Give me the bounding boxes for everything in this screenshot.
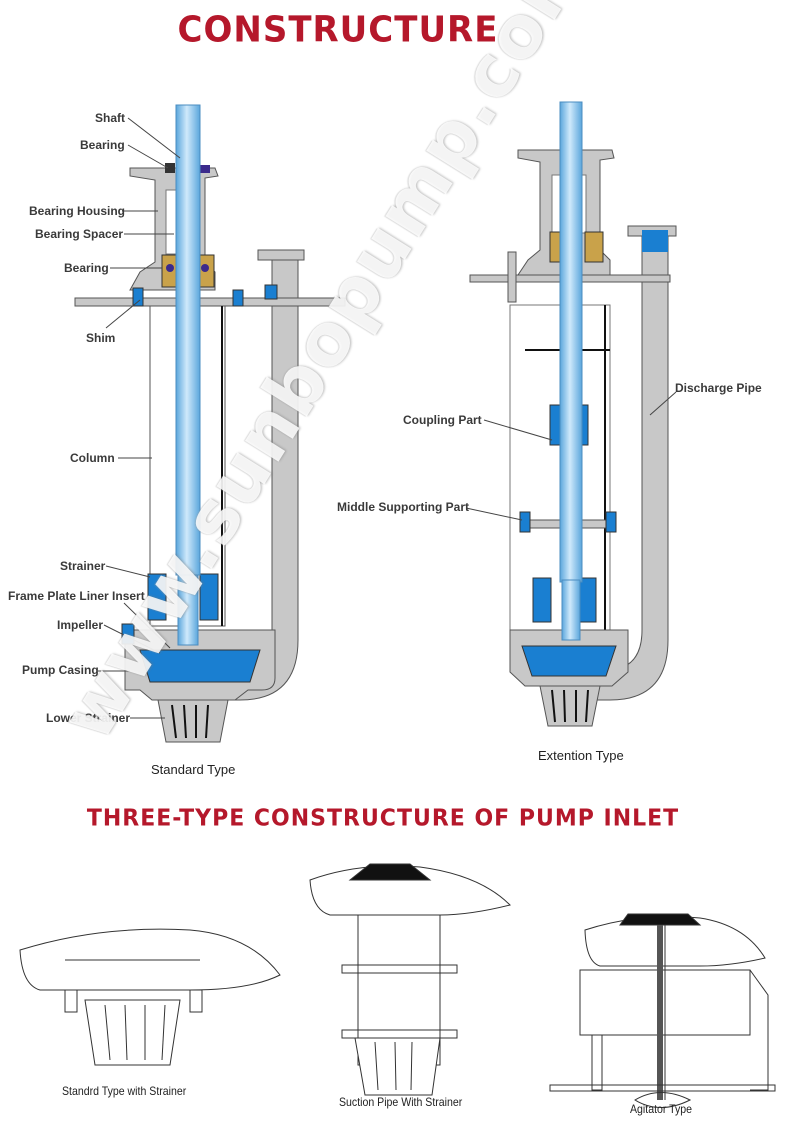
caption-suction-pipe-with-strainer: Suction Pipe With Strainer: [339, 1095, 463, 1109]
label-middle-supporting-part: Middle Supporting Part: [337, 500, 469, 514]
label-coupling-part: Coupling Part: [403, 413, 482, 427]
extension-type-diagram: [465, 101, 677, 727]
caption-standard-type: Standard Type: [151, 762, 236, 777]
label-pump-casing: Pump Casing: [22, 663, 99, 677]
label-shaft: Shaft: [95, 111, 125, 125]
inlet-standard-strainer: [19, 928, 281, 1066]
main-title: CONSTRUCTURE: [177, 9, 499, 51]
caption-extension-type: Extention Type: [538, 748, 624, 763]
label-column: Column: [70, 451, 115, 465]
label-strainer: Strainer: [60, 559, 106, 573]
label-bearing-top: Bearing: [80, 138, 125, 152]
label-discharge-pipe: Discharge Pipe: [675, 381, 762, 395]
inlet-section-title: THREE-TYPE CONSTRUCTURE OF PUMP INLET: [86, 805, 680, 832]
label-frame-plate-liner-insert: Frame Plate Liner Insert: [8, 589, 145, 603]
standard-type-diagram: [74, 104, 346, 743]
label-lower-strainer: Lower Strainer: [46, 711, 131, 725]
inlet-agitator: [549, 913, 776, 1108]
label-bearing-lower: Bearing: [64, 261, 109, 275]
label-bearing-spacer: Bearing Spacer: [35, 227, 124, 241]
caption-standard-with-strainer: Standrd Type with Strainer: [62, 1084, 187, 1098]
label-impeller: Impeller: [57, 618, 104, 632]
inlet-suction-pipe: [309, 863, 511, 1096]
label-bearing-housing: Bearing Housing: [29, 204, 126, 218]
label-shim: Shim: [86, 331, 116, 345]
caption-agitator-type: Agitator Type: [630, 1102, 693, 1116]
